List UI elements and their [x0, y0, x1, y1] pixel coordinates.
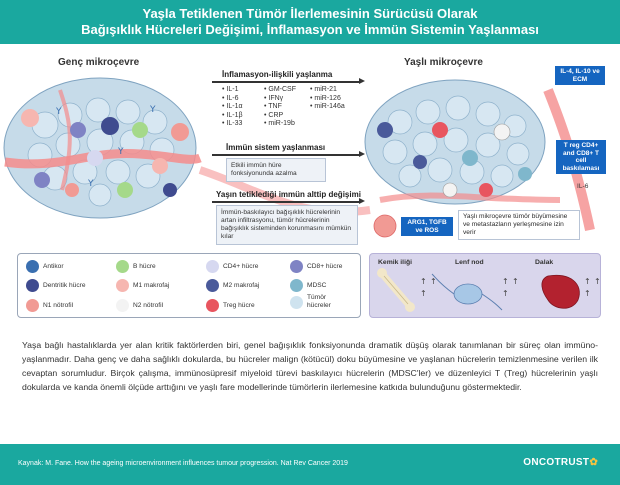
lymph-node-label: Lenf nod [455, 259, 484, 266]
young-microenvironment-label: Genç mikroçevre [58, 57, 140, 68]
legend-item: Treg hücre [206, 299, 255, 312]
svg-text:↑: ↑ [584, 289, 591, 298]
m2-macrophage-icon [206, 279, 219, 292]
legend-item: B hücre [116, 260, 156, 273]
cytokine-item: • IL-33 [222, 120, 243, 127]
cytokine-list-1: • IL-1• IL-6• IL-1α• IL-1β• IL-33 [222, 86, 243, 129]
legend-item: Tümör hücreler [290, 294, 354, 310]
title-line-1: Yaşla Tetiklenen Tümör İlerlemesinin Sür… [142, 6, 478, 21]
svg-text:Y: Y [55, 107, 62, 117]
cytokine-item: • IL-6 [222, 94, 239, 102]
lymph-node-icon [431, 273, 503, 311]
aged-microenvironment-tissue [364, 79, 595, 238]
cytokine-item: • IL-1β [222, 111, 243, 119]
il6-label: IL-6 [577, 183, 589, 190]
cytokine-item: • TNF [264, 103, 282, 110]
legend-item: CD8+ hücre [290, 260, 342, 273]
inflammation-aging-title: İnflamasyon-ilişkili yaşlanma [222, 70, 333, 79]
description-paragraph: Yaşa bağlı hastalıklarda yer alan kritik… [22, 340, 598, 392]
n2-neutrophil-icon [116, 299, 129, 312]
il4-il10-ecm-tag: IL-4, IL-10 ve ECM [555, 66, 605, 85]
immune-subtype-arrow [212, 198, 365, 204]
cytokine-item: • CRP [264, 111, 284, 119]
oncotrust-logo: ONCOTRUST✿ [523, 457, 598, 468]
svg-text:↑: ↑ [430, 277, 437, 286]
tumor-cell-icon [290, 295, 303, 309]
aged-microenvironment-label: Yaşlı mikroçevre [404, 57, 483, 68]
dendritic-cell-icon [26, 279, 39, 292]
aged-environment-note: Yaşlı mikroçevre tümör büyümesine ve met… [458, 210, 580, 240]
svg-text:↑: ↑ [584, 277, 591, 286]
mdsc-icon [290, 279, 303, 292]
immune-subtype-box: İmmün-baskılayıcı bağışıklık hücrelerini… [216, 205, 358, 245]
legend-item: M1 makrofaj [116, 279, 169, 292]
header-banner: Yaşla Tetiklenen Tümör İlerlemesinin Sür… [0, 0, 620, 44]
cytokine-list-2: • GM-CSF• IFNγ• TNF• CRP• miR-19b [264, 86, 296, 129]
svg-text:Y: Y [149, 105, 156, 115]
legend-item: Antikor [26, 260, 64, 273]
legend-item: N2 nötrofil [116, 299, 163, 312]
legend-item: Dentritik hücre [26, 279, 86, 292]
legend-item: N1 nötrofil [26, 299, 73, 312]
immune-aging-title: İmmün sistem yaşlanması [226, 143, 326, 152]
svg-text:↑: ↑ [512, 277, 519, 286]
cd8-cell-icon [290, 260, 303, 273]
bone-marrow-label: Kemik iliği [378, 259, 412, 266]
cytokine-item: • IL-1α [222, 103, 243, 110]
title-line-2: Bağışıklık Hücreleri Değişimi, İnflamasy… [81, 22, 539, 37]
svg-text:↑: ↑ [420, 277, 427, 286]
cytokine-item: • miR-126 [310, 94, 341, 102]
treg-cell-icon [206, 299, 219, 312]
source-citation: Kaynak: M. Fane. How the ageing microenv… [18, 460, 348, 467]
cd4-cell-icon [206, 260, 219, 273]
b-cell-icon [116, 260, 129, 273]
immune-aging-arrow [212, 151, 365, 157]
logo-mark-icon: ✿ [589, 457, 598, 468]
m1-macrophage-icon [116, 279, 129, 292]
cytokine-item: • IL-1 [222, 86, 239, 93]
n1-neutrophil-icon [26, 299, 39, 312]
svg-text:Y: Y [87, 179, 94, 189]
svg-text:Y: Y [117, 147, 124, 157]
treg-suppression-tag: T reg CD4+ and CD8+ T cell baskılaması [556, 140, 606, 174]
organs-panel: Kemik iliği Lenf nod Dalak ↑↑↑ ↑↑↑ ↑↑↑ [369, 253, 601, 318]
legend-item: CD4+ hücre [206, 260, 258, 273]
inflammation-arrow [212, 78, 365, 84]
cytokine-item: • IFNγ [264, 94, 284, 102]
legend-item: M2 makrofaj [206, 279, 259, 292]
cytokine-item: • miR-19b [264, 120, 295, 127]
arg1-tgfb-ros-tag: ARG1, TGFB ve ROS [401, 217, 453, 236]
footer-banner: Kaynak: M. Fane. How the ageing microenv… [0, 444, 620, 485]
svg-text:↑: ↑ [502, 289, 509, 298]
legend-item: MDSC [290, 279, 326, 292]
cytokine-item: • miR-21 [310, 86, 337, 93]
immune-subtype-title: Yaşın tetiklediği immün alttip değişimi [216, 190, 361, 199]
svg-text:↑: ↑ [420, 289, 427, 298]
immune-aging-box: Etkili immün hüre fonksiyonunda azalma [226, 158, 326, 182]
cytokine-item: • miR-146a [310, 103, 345, 110]
spleen-icon [541, 274, 580, 309]
bone-icon [377, 268, 415, 312]
antibody-icon [26, 260, 39, 273]
cytokine-item: • GM-CSF [264, 86, 297, 93]
cell-legend: Antikor B hücre CD4+ hücre CD8+ hücre De… [17, 253, 361, 318]
svg-text:↑: ↑ [594, 277, 601, 286]
organs-illustration: ↑↑↑ ↑↑↑ ↑↑↑ [377, 268, 601, 312]
svg-text:↑: ↑ [502, 277, 509, 286]
spleen-label: Dalak [535, 259, 554, 266]
cytokine-list-3: • miR-21• miR-126• miR-146a [310, 86, 345, 112]
young-microenvironment-tissue: Y Y Y Y [3, 77, 202, 219]
